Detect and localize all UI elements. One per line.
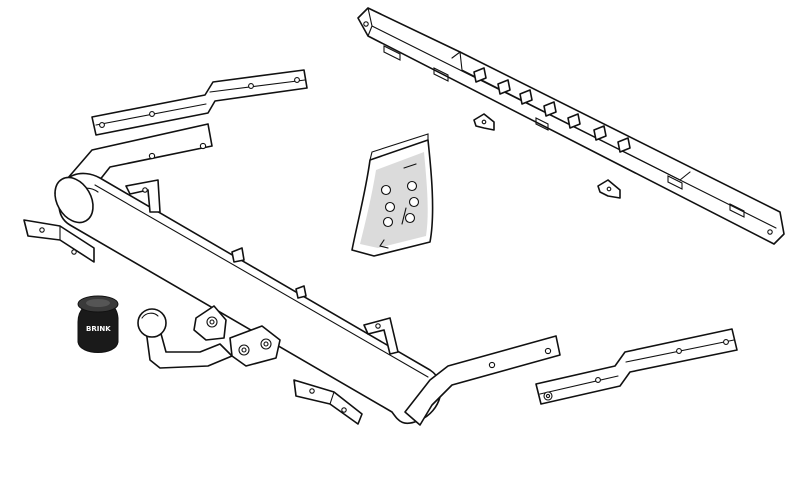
angle-bracket-left [23,219,95,263]
fastener-bag [351,133,434,257]
mounting-clip-upper [473,113,495,131]
main-crossbar [54,123,561,426]
tow-ball-assembly [137,305,281,369]
chassis-rail [357,7,785,245]
mounting-arm-upper-left [91,69,308,136]
electrical-socket: BRINK [77,295,119,353]
mounting-clip-lower [597,179,621,199]
mounting-arm-lower-right [535,328,738,405]
angle-bracket-centre [293,379,363,425]
socket-brand-label: BRINK [86,325,111,333]
